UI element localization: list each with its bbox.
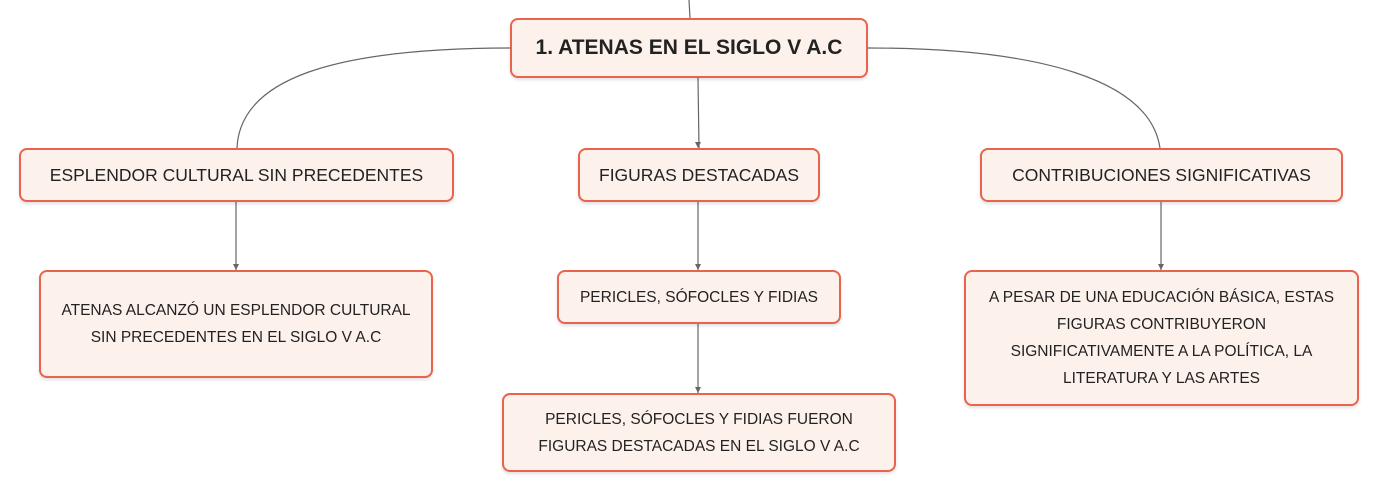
arrow-head [233, 264, 239, 270]
connector-root-topic-left [236, 47, 513, 149]
arrow-head [695, 387, 701, 393]
topic-contribuciones-significativas[interactable]: CONTRIBUCIONES SIGNIFICATIVAS [980, 148, 1343, 202]
arrow-head [1158, 264, 1164, 270]
topic-label: FIGURAS DESTACADAS [599, 164, 799, 185]
detail-text: PERICLES, SÓFOCLES Y FIDIAS FUERON FIGUR… [538, 410, 860, 455]
detail-text: A PESAR DE UNA EDUCACIÓN BÁSICA, ESTAS F… [988, 289, 1335, 387]
topic-esplendor-cultural[interactable]: ESPLENDOR CULTURAL SIN PRECEDENTES [19, 148, 454, 202]
root-topic[interactable]: 1. ATENAS EN EL SIGLO V A.C [510, 18, 868, 78]
detail-pericles-sofocles-fidias[interactable]: PERICLES, SÓFOCLES Y FIDIAS [557, 270, 841, 324]
connector-root-topic-center [697, 77, 700, 149]
topic-figuras-destacadas[interactable]: FIGURAS DESTACADAS [578, 148, 820, 202]
detail-figuras-siglo-v[interactable]: PERICLES, SÓFOCLES Y FIDIAS FUERON FIGUR… [502, 393, 896, 472]
connector-root-topic-right [867, 47, 1161, 149]
arrow-head [695, 142, 701, 148]
detail-esplendor-cultural[interactable]: ATENAS ALCANZÓ UN ESPLENDOR CULTURAL SIN… [39, 270, 433, 378]
incoming-connector [688, 0, 691, 19]
arrow-head [695, 264, 701, 270]
topic-label: ESPLENDOR CULTURAL SIN PRECEDENTES [49, 164, 424, 185]
root-topic-label: 1. ATENAS EN EL SIGLO V A.C [535, 36, 843, 59]
topic-label: CONTRIBUCIONES SIGNIFICATIVAS [1012, 164, 1311, 185]
detail-contribuciones[interactable]: A PESAR DE UNA EDUCACIÓN BÁSICA, ESTAS F… [964, 270, 1359, 406]
detail-text: ATENAS ALCANZÓ UN ESPLENDOR CULTURAL SIN… [61, 302, 411, 346]
detail-text: PERICLES, SÓFOCLES Y FIDIAS [579, 288, 819, 306]
